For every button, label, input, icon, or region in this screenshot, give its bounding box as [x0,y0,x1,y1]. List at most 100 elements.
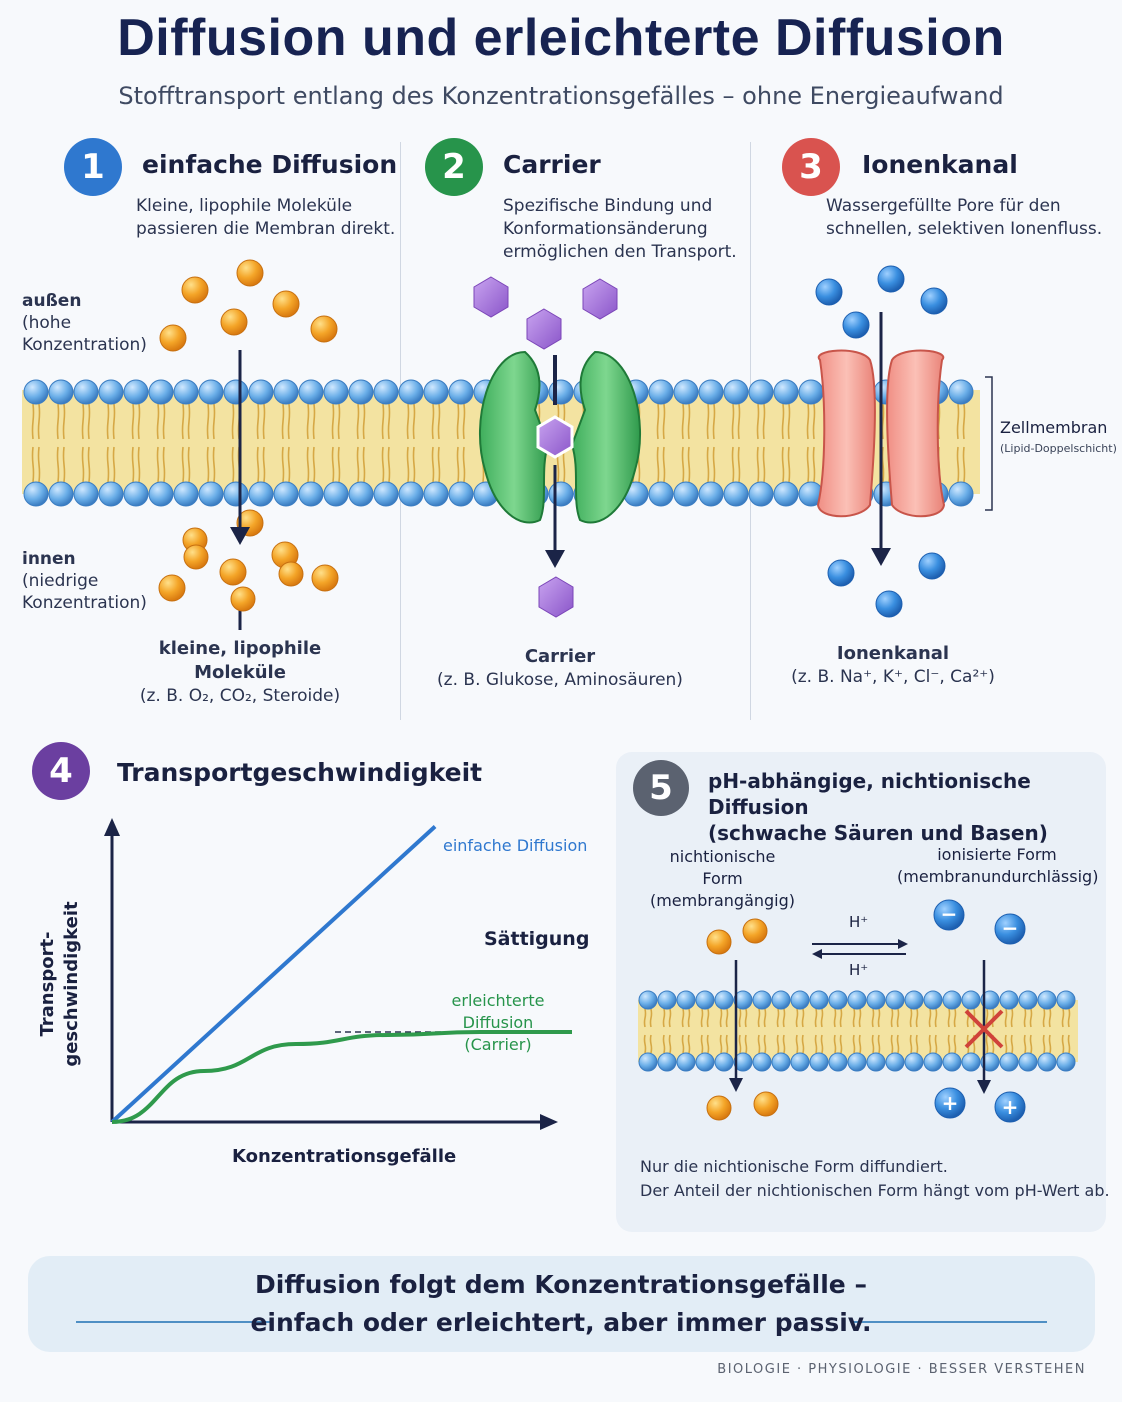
lipid-head [698,379,724,405]
lipid-tail [1023,1008,1027,1028]
lipid-tail [462,446,466,483]
lipid-tail [806,403,810,440]
lipid-tail [839,1008,843,1028]
lipid-tail [181,403,185,440]
lipid-head [673,481,699,507]
lipid-tail [37,403,41,440]
lipid-head [148,481,174,507]
lipid-head [942,990,962,1010]
lipid-tail [738,1008,742,1028]
page-title: Diffusion und erleichterte Diffusion [117,9,1005,67]
lipid-head [1037,990,1057,1010]
lipid-head [752,990,772,1010]
lipid-head [173,379,199,405]
lipid-head [657,1052,677,1072]
lipid-tail [356,403,360,440]
lipid-head [923,1052,943,1072]
lipid-tail [206,403,210,440]
lipid-tail [1029,1008,1033,1028]
lipid-tail [801,1008,805,1028]
lipid-head [980,990,1000,1010]
minus-sign: − [941,902,958,926]
lipid-tail [356,446,360,483]
lipid-tail [262,446,266,483]
panel4-number-badge: 4 [32,742,90,800]
y-axis-label: Transport-geschwindigkeit [37,901,82,1067]
lipid-tail [915,1008,919,1028]
lipid-tail [281,403,285,440]
nonionic-molecule [742,918,768,944]
membrane-core [638,1000,1078,1062]
lipid-head [809,990,829,1010]
lipid-tail [331,403,335,440]
lipid-tail [744,1034,748,1054]
lipid-tail [782,1008,786,1028]
substrate-molecule [582,278,618,320]
panel2-title: Carrier [503,150,601,179]
lipid-tail [456,446,460,483]
lipid-head [673,379,699,405]
plus-sign: + [1002,1095,1019,1119]
lipid-tail [431,446,435,483]
lipid-tail [362,446,366,483]
lipid-tail [662,446,666,483]
lipid-head [723,379,749,405]
carrier-protein-right [570,350,642,524]
lipid-tail [833,1008,837,1028]
panel2-caption: Carrier (z. B. Glukose, Aminosäuren) [437,646,683,690]
lipid-head [373,379,399,405]
y-axis-arrowhead [104,818,120,836]
transport-illustrations [159,259,993,618]
ion [875,590,903,618]
lipid-tail [731,446,735,483]
lipid-tail [649,1008,653,1028]
lipid-head [948,379,974,405]
lipid-tail [662,403,666,440]
transport-rate-chart [104,818,572,1130]
ion [815,278,843,306]
lipid-head [638,1052,658,1072]
lipid-head [223,379,249,405]
lipid-tail [681,1034,685,1054]
lipid-tail [181,446,185,483]
summary-rule-right [852,1321,1047,1323]
lipid-head [398,379,424,405]
ion-channel-right [886,349,946,518]
panel5-note: Nur die nichtionische Form diffundiert.D… [640,1157,1110,1200]
lipid-head [73,481,99,507]
lipid-head [48,481,74,507]
lipid-head [942,1052,962,1072]
lipid-head [748,481,774,507]
lipid-tail [881,446,885,483]
lipid-tail [137,403,141,440]
lipid-tail [890,1008,894,1028]
lipid-tail [731,403,735,440]
lipid-head [448,481,474,507]
lipid-tail [56,403,60,440]
lipid-head [348,379,374,405]
panel5-number-badge: 5 [633,760,689,816]
lipid-tail [656,403,660,440]
lipid-head [223,481,249,507]
lipid-head [148,379,174,405]
cation [994,1091,1026,1123]
summary-box [28,1256,1095,1352]
lipid-head [423,481,449,507]
lipid-head [648,481,674,507]
lipid-tail [928,1008,932,1028]
lipid-tail [909,1034,913,1054]
summary-text: Diffusion folgt dem Konzentrationsgefäll… [250,1270,872,1337]
lipid-tail [896,1008,900,1028]
lipid-head [1037,1052,1057,1072]
lipid-tail [1004,1008,1008,1028]
lipid-tail [1067,1034,1071,1054]
lipid-tail [231,403,235,440]
lipid-head [904,1052,924,1072]
lipid-tail [915,1034,919,1054]
lipid-tail [1061,1034,1065,1054]
substrate-molecule [526,308,562,350]
lipid-tail [706,1034,710,1054]
lipid-head [23,481,49,507]
